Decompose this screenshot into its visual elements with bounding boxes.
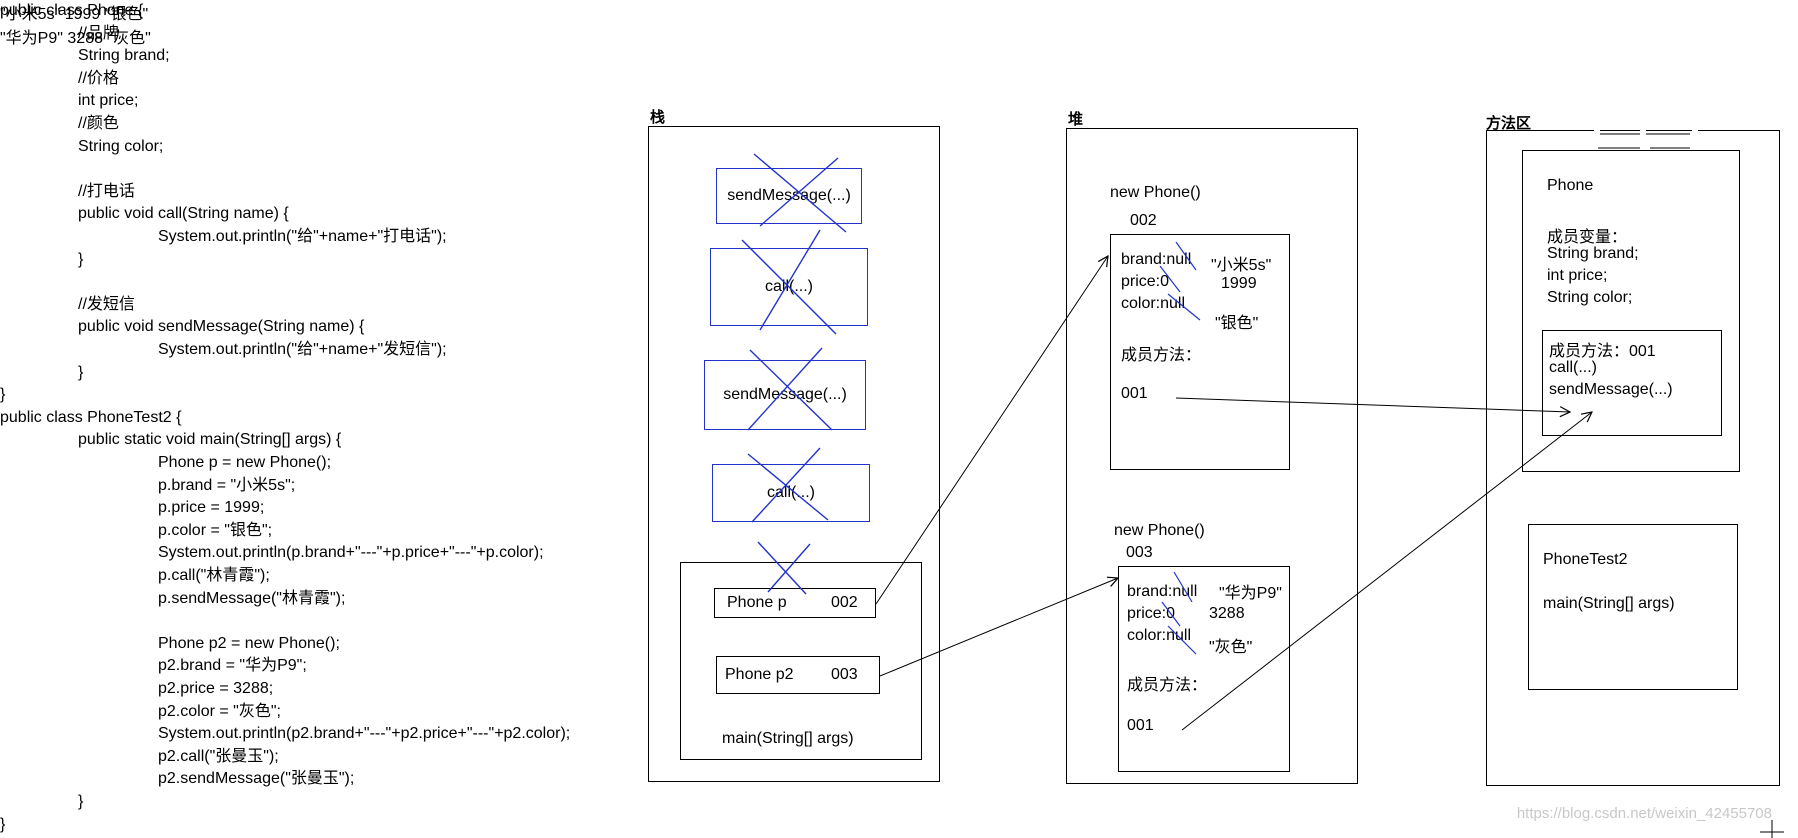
code-line: }	[78, 793, 84, 810]
code-line: String brand;	[78, 47, 170, 65]
phone-fields-label: 成员变量：	[1547, 229, 1628, 246]
code-line: //价格	[78, 69, 119, 87]
heap-title: 堆	[1068, 111, 1084, 128]
phone-methods-label: 成员方法：001	[1549, 343, 1656, 360]
code-line: Phone p = new Phone();	[158, 454, 332, 471]
code-line: System.out.println(p.brand+"---"+p.price…	[158, 544, 544, 562]
code-line: p.sendMessage("林青霞");	[158, 589, 346, 607]
p2-output-price: 3288	[67, 30, 103, 47]
code-line: p.call("林青霞");	[158, 567, 270, 584]
p-output-color: "银色"	[104, 6, 149, 23]
p-output-annotation: "小米5s" 1999 "银色"	[0, 0, 1798, 24]
code-line: }	[78, 363, 84, 381]
p-output-brand: "小米5s"	[0, 6, 61, 23]
code-line: System.out.println("给"+name+"发短信");	[158, 341, 447, 358]
code-line: //发短信	[78, 295, 135, 313]
code-line: public class Phone {	[0, 2, 144, 19]
code-line: p2.call("张曼玉");	[158, 747, 279, 765]
heap-obj2: brand:null "华为P9" price:0 3288 color:nul…	[1118, 566, 1290, 772]
heap-obj1-brand-new: "小米5s"	[1211, 257, 1272, 274]
code-line: System.out.println("给"+name+"打电话");	[158, 228, 447, 245]
phone-methods-box: 成员方法：001 call(...) sendMessage(...)	[1542, 330, 1722, 436]
heap-obj2-price: price:0	[1127, 605, 1176, 622]
code-line: System.out.println(p2.brand+"---"+p2.pri…	[158, 725, 571, 743]
phone-field-brand: String brand;	[1547, 245, 1639, 262]
heap-obj1-price-new: 1999	[1221, 275, 1257, 292]
code-line: p2.price = 3288;	[158, 680, 274, 697]
stack-frame-sendmessage-top: sendMessage(...)	[716, 168, 862, 224]
stack-var-p: Phone p 002	[714, 588, 876, 618]
p2-output-brand: "华为P9"	[0, 30, 63, 47]
heap-obj1-methods-label: 成员方法：	[1121, 347, 1202, 364]
stack-frame-call-top: call(...)	[710, 248, 868, 326]
heap-obj2-color-new: "灰色"	[1209, 639, 1253, 656]
heap-obj1-brand: brand:null	[1121, 251, 1192, 268]
phonetest2-class-name: PhoneTest2	[1543, 551, 1628, 568]
stack-var-p2-value: 003	[831, 666, 858, 683]
code-line: public void sendMessage(String name) {	[78, 318, 365, 336]
stack-frame-sendmessage-bottom: sendMessage(...)	[704, 360, 866, 430]
crosshair-icon	[1760, 820, 1784, 838]
heap-obj2-address: 003	[1126, 544, 1153, 561]
code-line: Phone p2 = new Phone();	[158, 634, 340, 652]
method-area-phone-class: Phone 成员变量： String brand; int price; Str…	[1522, 150, 1740, 472]
heap-obj1-header: new Phone()	[1110, 184, 1201, 201]
phone-class-name: Phone	[1547, 177, 1594, 194]
code-line: public static void main(String[] args) {	[78, 431, 342, 449]
code-line: public class PhoneTest2 {	[0, 408, 182, 426]
code-line: p.price = 1999;	[158, 499, 265, 517]
stack-title: 栈	[650, 109, 666, 126]
phone-field-color: String color;	[1547, 289, 1633, 306]
heap-obj1-address: 002	[1130, 212, 1157, 229]
heap-obj2-price-new: 3288	[1209, 605, 1245, 622]
code-line: p.color = "银色";	[158, 521, 273, 539]
code-line: }	[0, 815, 6, 833]
code-line: public void call(String name) {	[78, 205, 289, 223]
code-line: p2.sendMessage("张曼玉");	[158, 770, 355, 788]
heap-obj2-brand-new: "华为P9"	[1219, 585, 1282, 602]
stack-frame-main-label: main(String[] args)	[722, 730, 854, 747]
phonetest2-method-main: main(String[] args)	[1543, 595, 1675, 612]
heap-obj2-methods-label: 成员方法：	[1127, 677, 1208, 694]
heap-obj1-color-new: "银色"	[1215, 315, 1259, 332]
code-line: }	[78, 250, 84, 268]
heap-obj2-method-address: 001	[1127, 717, 1154, 734]
code-line: p2.brand = "华为P9";	[158, 657, 307, 675]
p2-output-annotation: "华为P9" 3288 "灰色"	[0, 24, 1798, 48]
code-line: String color;	[78, 137, 164, 155]
heap-obj2-color: color:null	[1127, 627, 1192, 644]
stack-var-p2-name: Phone p2	[725, 666, 794, 683]
code-line: p2.color = "灰色";	[158, 702, 281, 720]
code-line: p.brand = "小米5s";	[158, 476, 296, 494]
code-line: //颜色	[78, 115, 119, 132]
stack-var-p-name: Phone p	[727, 594, 787, 611]
method-area-phonetest2-class: PhoneTest2 main(String[] args)	[1528, 524, 1738, 690]
stack-frame-call-bottom: call(...)	[712, 464, 870, 522]
phone-field-price: int price;	[1547, 267, 1608, 284]
stack-var-p2: Phone p2 003	[716, 656, 880, 694]
heap-obj2-header: new Phone()	[1114, 522, 1205, 539]
phone-method-sendmessage: sendMessage(...)	[1549, 381, 1673, 398]
method-area-title: 方法区	[1486, 115, 1532, 132]
heap-obj2-brand: brand:null	[1127, 583, 1198, 600]
code-line: int price;	[78, 92, 139, 110]
heap-obj1-price: price:0	[1121, 273, 1170, 290]
heap-obj1-color: color:null	[1121, 295, 1186, 312]
heap-obj1: brand:null "小米5s" price:0 1999 color:nul…	[1110, 234, 1290, 470]
heap-obj1-method-address: 001	[1121, 385, 1148, 402]
watermark: https://blog.csdn.net/weixin_42455708	[1516, 805, 1772, 822]
p-output-price: 1999	[64, 6, 101, 23]
phone-method-call: call(...)	[1549, 359, 1597, 376]
p2-output-color: "灰色"	[107, 30, 151, 47]
code-line: //打电话	[78, 182, 135, 200]
code-line: }	[0, 386, 6, 404]
stack-var-p-value: 002	[831, 594, 858, 611]
code-line: //品牌	[78, 24, 119, 42]
